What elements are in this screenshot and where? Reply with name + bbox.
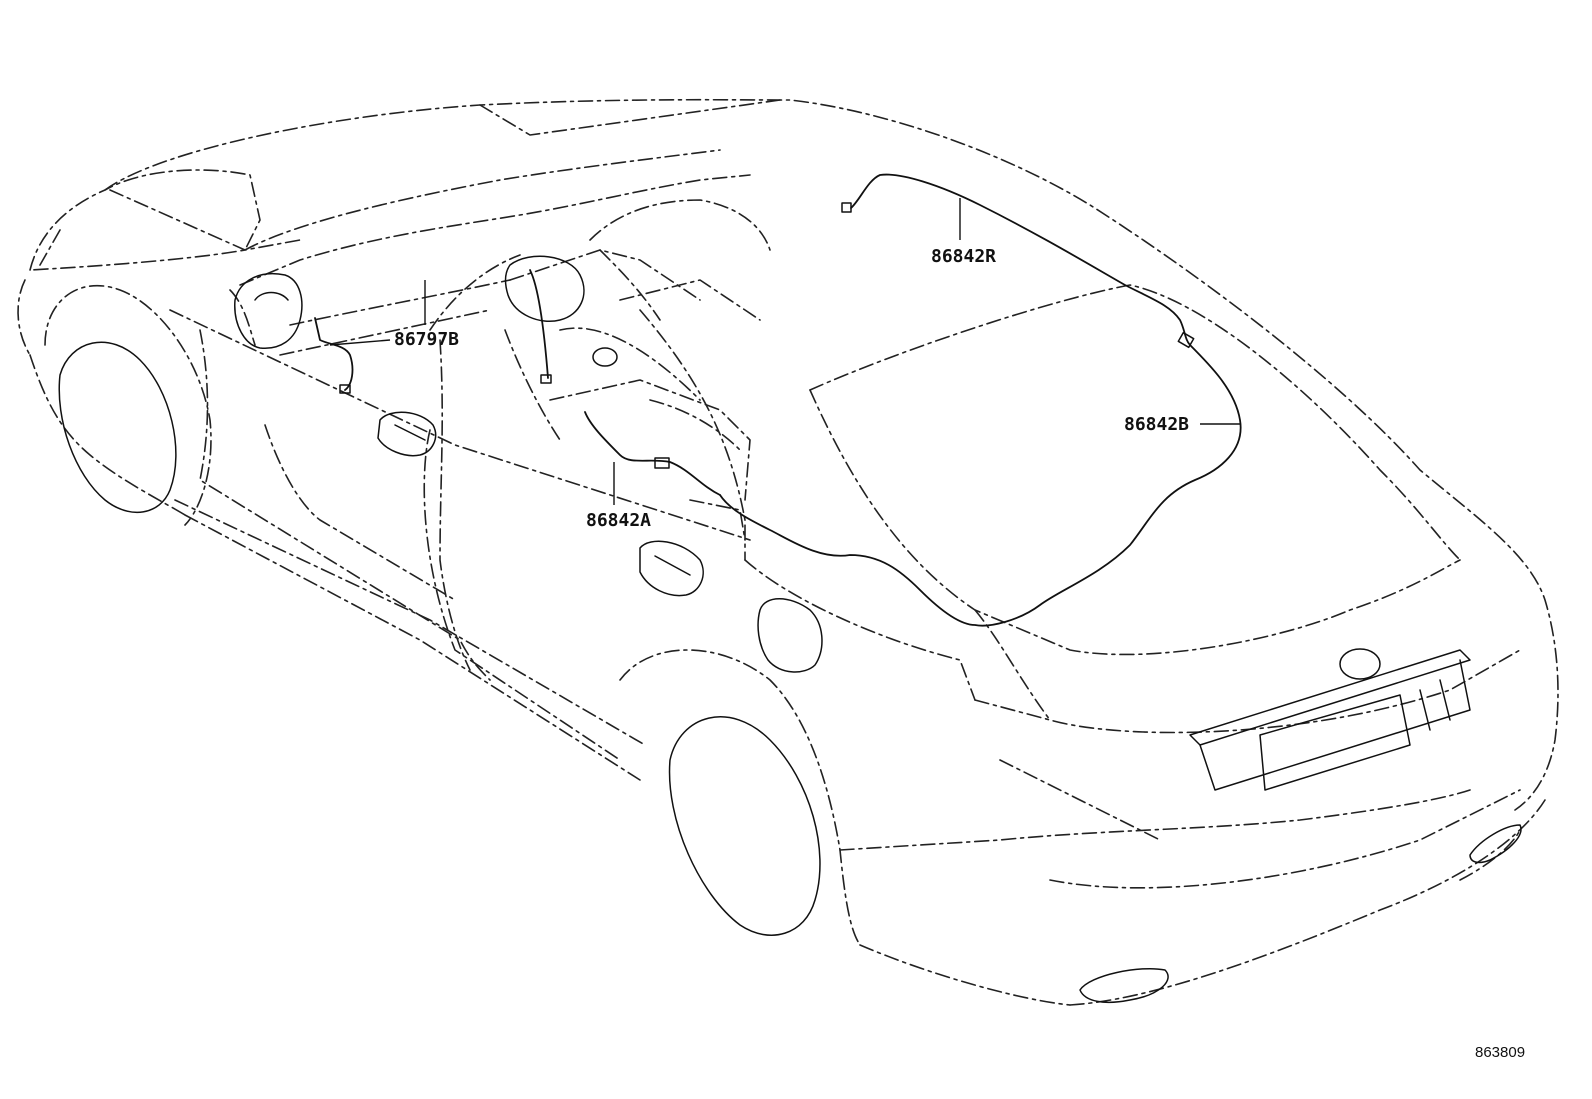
cable-86797B <box>314 317 354 391</box>
callout-86842A: 86842A <box>586 510 651 531</box>
connector-86797B <box>339 384 351 394</box>
callout-86842B: 86842B <box>1124 414 1189 435</box>
car-body-outline <box>17 98 1559 1006</box>
leader-lines <box>329 198 1240 505</box>
wiring-harness <box>314 173 1242 627</box>
part-callouts: 86842R 86797B 86842B 86842A <box>394 246 1189 531</box>
callout-86797B: 86797B <box>394 329 459 350</box>
connector-86842R <box>841 202 852 213</box>
leader-86797B-h <box>329 339 391 346</box>
figure-reference-number: 863809 <box>1475 1044 1525 1061</box>
cable-86842A <box>584 411 721 496</box>
connector-86842B-top <box>1177 331 1195 349</box>
connector-86842A <box>654 457 670 469</box>
cable-86842R <box>850 173 1191 346</box>
cable-86842B <box>719 344 1242 627</box>
callout-86842R: 86842R <box>931 246 996 267</box>
car-body-details <box>58 255 1522 1003</box>
